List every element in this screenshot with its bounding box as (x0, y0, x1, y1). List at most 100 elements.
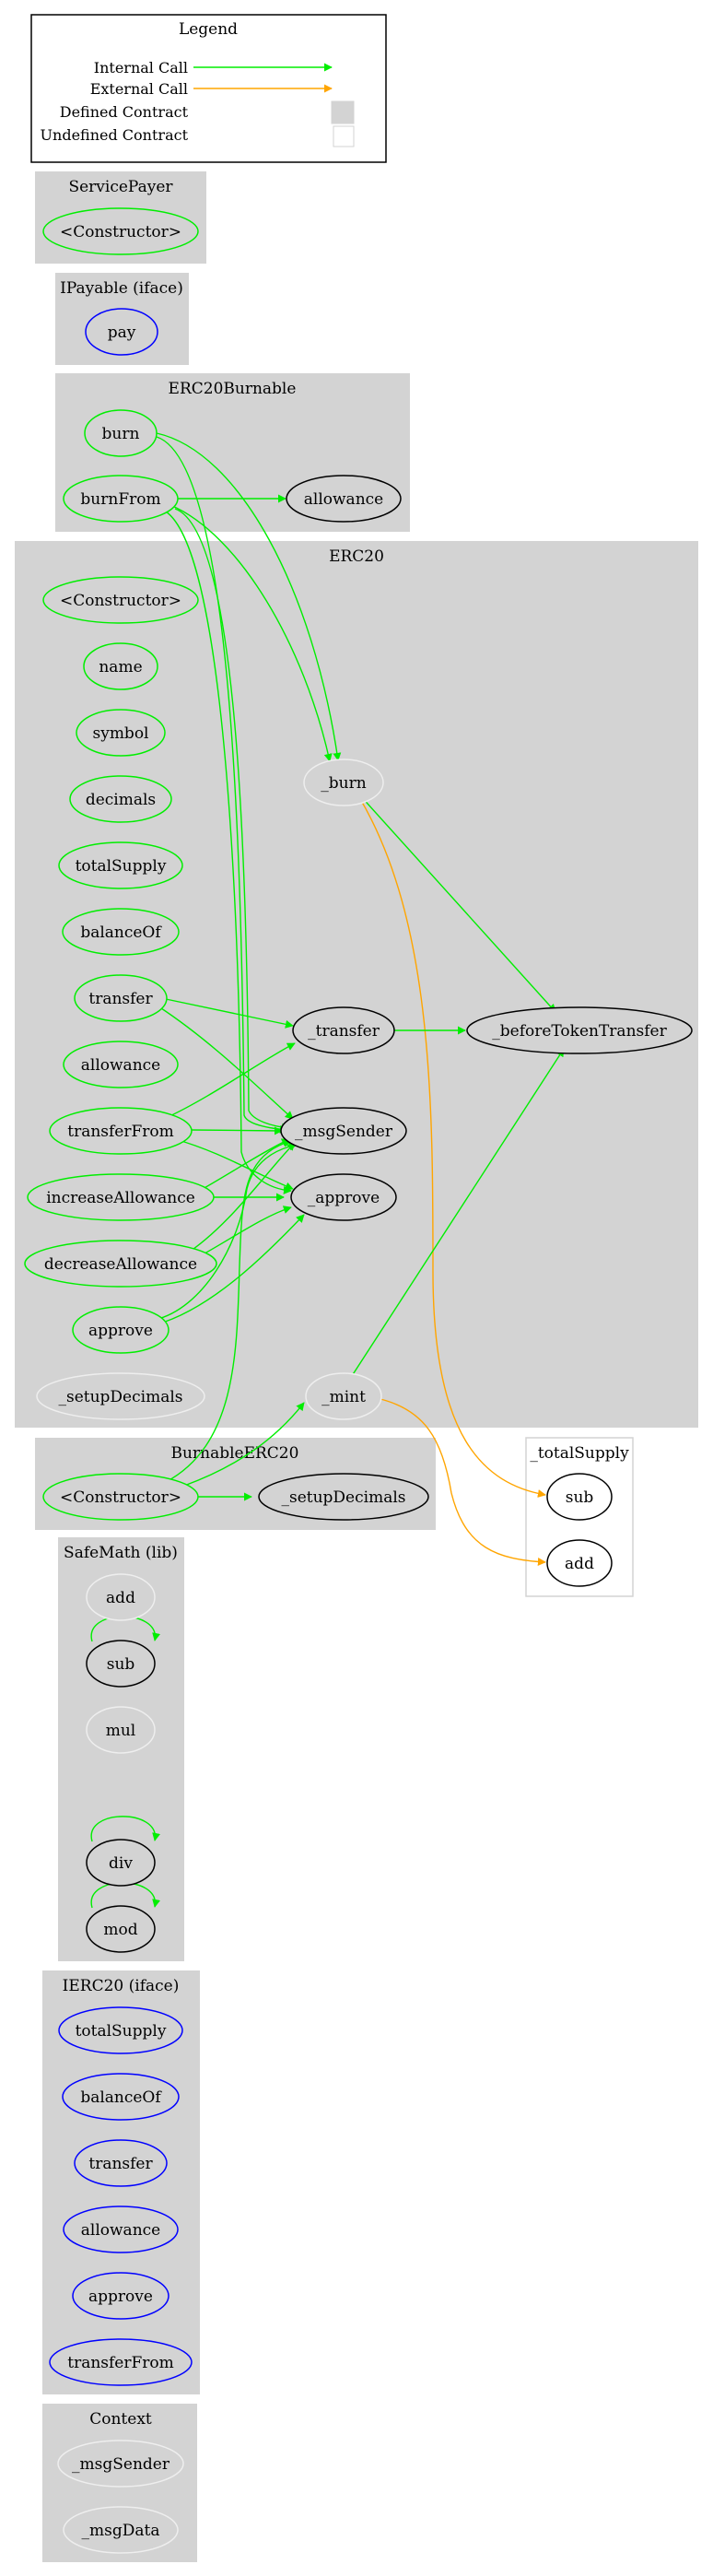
svg-text:mul: mul (106, 1722, 136, 1740)
node-erc20-msgsender: _msgSender (280, 1107, 407, 1155)
node-ierc20-transferfrom: transferFrom (49, 2338, 193, 2386)
svg-text:allowance: allowance (304, 490, 383, 509)
cluster-erc20-label: ERC20 (329, 547, 384, 566)
svg-text:mod: mod (103, 1921, 137, 1939)
node-erc20-burn-internal: _burn (303, 759, 384, 806)
node-erc20-beforetokentransfer: _beforeTokenTransfer (466, 1006, 693, 1054)
legend-internal-call-label: Internal Call (94, 59, 188, 76)
node-erc20-allowance: allowance (63, 1041, 179, 1088)
svg-text:_setupDecimals: _setupDecimals (58, 1388, 182, 1406)
edge-decreaseallowance-to-msgsender (183, 1142, 296, 1256)
node-erc20-setupdecimals: _setupDecimals (36, 1372, 205, 1420)
node-totalsupply-sub: sub (546, 1473, 613, 1521)
svg-text:name: name (99, 658, 142, 676)
node-ierc20-allowance: allowance (63, 2205, 179, 2253)
node-ierc20-transfer: transfer (74, 2139, 168, 2187)
svg-text:<Constructor>: <Constructor> (60, 1488, 181, 1507)
svg-text:_setupDecimals: _setupDecimals (281, 1488, 405, 1507)
svg-text:burn: burn (102, 425, 140, 443)
edge-approve-to-approve-internal (156, 1214, 305, 1325)
node-safemath-sub: sub (86, 1640, 156, 1688)
legend-defined-contract-label: Defined Contract (60, 103, 189, 121)
svg-text:transfer: transfer (88, 990, 153, 1008)
svg-text:_burn: _burn (321, 774, 366, 793)
legend: Legend Internal Call External Call Defin… (30, 14, 387, 163)
edge-burnableerc20-constructor-to-mint (183, 1402, 305, 1487)
node-erc20-mint: _mint (305, 1372, 382, 1420)
svg-text:sub: sub (107, 1655, 135, 1674)
node-erc20-increaseallowance: increaseAllowance (27, 1173, 215, 1221)
node-safemath-mul: mul (86, 1706, 156, 1754)
svg-text:allowance: allowance (81, 1056, 160, 1075)
node-erc20-approve-internal: _approve (290, 1173, 397, 1221)
svg-text:allowance: allowance (81, 2221, 160, 2240)
node-erc20burnable-burn: burn (84, 409, 158, 457)
node-erc20-constructor: <Constructor> (42, 576, 199, 624)
legend-undefined-contract-swatch (333, 125, 355, 147)
nodes: <Constructor> pay burn burnFrom allowanc… (24, 207, 693, 2554)
edge-burnfrom-to-msgsender (174, 508, 290, 1132)
svg-text:_approve: _approve (308, 1189, 380, 1207)
node-ierc20-totalsupply: totalSupply (58, 2006, 183, 2054)
svg-text:_msgSender: _msgSender (72, 2455, 170, 2474)
svg-text:sub: sub (566, 1488, 594, 1507)
svg-text:burnFrom: burnFrom (80, 490, 160, 509)
node-erc20-transfer-internal: _transfer (292, 1006, 395, 1054)
edge-burn-to-burn-internal (156, 432, 342, 761)
node-erc20-balanceof: balanceOf (62, 908, 180, 956)
cluster-context-label: Context (89, 2410, 152, 2429)
node-erc20-totalsupply: totalSupply (58, 841, 183, 889)
cluster-ierc20-label: IERC20 (iface) (63, 1977, 180, 1995)
svg-text:div: div (109, 1854, 133, 1873)
cluster-ipayable-label: IPayable (iface) (60, 279, 183, 298)
legend-title: Legend (179, 20, 238, 39)
node-ierc20-approve: approve (72, 2272, 169, 2320)
node-ierc20-balanceof: balanceOf (62, 2073, 180, 2121)
svg-text:approve: approve (88, 1322, 153, 1340)
svg-text:pay: pay (108, 323, 136, 342)
svg-text:<Constructor>: <Constructor> (60, 592, 181, 610)
edge-burn-to-msgsender (156, 436, 288, 1134)
edge-transferfrom-to-approve-internal (174, 1138, 294, 1191)
node-context-msgsender: _msgSender (57, 2440, 184, 2488)
node-erc20-decimals: decimals (69, 775, 172, 823)
svg-text:decimals: decimals (86, 791, 156, 809)
node-safemath-mod: mod (86, 1905, 156, 1953)
edge-burnfrom-to-burn-internal (169, 504, 333, 762)
node-burnableerc20-setupdecimals: _setupDecimals (258, 1473, 429, 1521)
edge-transfer-to-transfer-internal (165, 998, 294, 1029)
legend-defined-contract-swatch (331, 100, 355, 124)
node-erc20-name: name (83, 642, 158, 690)
node-erc20burnable-allowance: allowance (286, 475, 402, 523)
svg-text:_transfer: _transfer (308, 1022, 380, 1041)
node-erc20-decreaseallowance: decreaseAllowance (24, 1240, 217, 1288)
svg-text:symbol: symbol (92, 724, 148, 743)
svg-text:totalSupply: totalSupply (76, 2022, 167, 2041)
clusters: ServicePayer IPayable (iface) ERC20Burna… (15, 171, 698, 2562)
node-totalsupply-add: add (546, 1539, 613, 1587)
edge-mint-to-totalsupply-add (380, 1398, 546, 1567)
edge-burn-internal-to-beforetokentransfer (358, 794, 556, 1013)
node-safemath-div: div (86, 1839, 156, 1887)
edge-safemath-div-self-loop (90, 1816, 160, 1842)
legend-external-call-label: External Call (90, 80, 188, 98)
svg-text:add: add (106, 1589, 135, 1607)
svg-text:approve: approve (88, 2288, 153, 2306)
svg-text:decreaseAllowance: decreaseAllowance (44, 1255, 197, 1274)
node-erc20-symbol: symbol (76, 709, 166, 757)
node-servicepayer-constructor: <Constructor> (42, 207, 199, 255)
edge-transferfrom-to-transfer-internal (165, 1042, 296, 1119)
node-burnableerc20-constructor: <Constructor> (42, 1473, 199, 1521)
cluster-safemath-label: SafeMath (lib) (64, 1544, 178, 1562)
svg-text:transfer: transfer (88, 2155, 153, 2173)
edge-transfer-to-msgsender (158, 1006, 294, 1120)
edge-burn-internal-to-totalsupply-sub (358, 796, 546, 1498)
svg-text:_mint: _mint (321, 1388, 366, 1406)
node-erc20burnable-burnfrom: burnFrom (63, 475, 179, 523)
svg-text:balanceOf: balanceOf (80, 923, 162, 942)
svg-text:<Constructor>: <Constructor> (60, 223, 181, 241)
cluster-totalsupply-label: _totalSupply (530, 1444, 629, 1463)
node-erc20-approve: approve (72, 1306, 169, 1354)
cluster-burnableerc20-label: BurnableERC20 (171, 1444, 299, 1463)
